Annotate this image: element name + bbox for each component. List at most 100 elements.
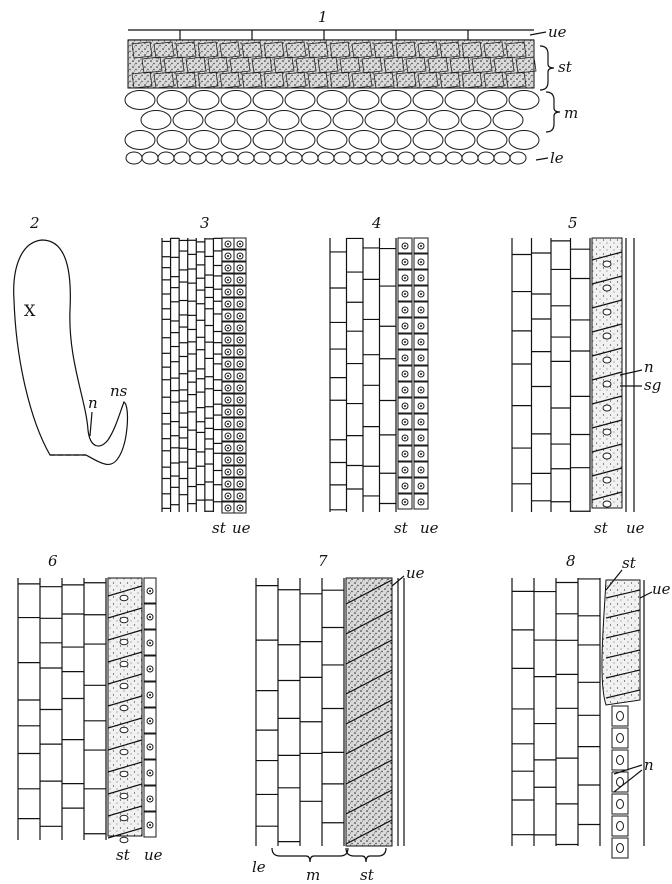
mesophyll-cell xyxy=(397,111,427,130)
figure-3-cells xyxy=(162,238,246,513)
nucleolus xyxy=(239,291,241,293)
nucleolus xyxy=(149,746,151,748)
lower-epidermis-cell xyxy=(350,152,366,164)
nucleolus xyxy=(227,315,229,317)
nucleolus xyxy=(149,824,151,826)
nucleolus xyxy=(239,339,241,341)
mesophyll-cell xyxy=(157,91,187,110)
nucleus xyxy=(120,837,128,843)
nucleolus xyxy=(149,772,151,774)
nucleus xyxy=(617,712,624,721)
nucleus xyxy=(603,309,611,315)
label-ue: ue xyxy=(420,519,439,537)
nucleolus xyxy=(404,469,406,471)
mesophyll-cell xyxy=(317,91,347,110)
label-m: m xyxy=(306,866,320,884)
lower-epidermis-cell xyxy=(414,152,430,164)
nucleus xyxy=(120,661,128,667)
mesophyll-cell xyxy=(253,91,283,110)
lower-epidermis-cell xyxy=(190,152,206,164)
nucleolus xyxy=(239,255,241,257)
nucleus xyxy=(617,734,624,743)
mesophyll-cell xyxy=(429,111,459,130)
nucleus xyxy=(603,501,611,507)
bracket-m xyxy=(272,848,348,862)
nucleolus xyxy=(404,325,406,327)
mesophyll-cell xyxy=(333,111,363,130)
label-st: st xyxy=(622,554,637,572)
nucleolus xyxy=(239,507,241,509)
nucleolus xyxy=(420,389,422,391)
lower-epidermis-cell xyxy=(238,152,254,164)
nucleolus xyxy=(239,327,241,329)
nucleus xyxy=(617,800,624,809)
nucleolus xyxy=(227,363,229,365)
nucleolus xyxy=(404,389,406,391)
nucleolus xyxy=(227,243,229,245)
mesophyll-cell xyxy=(189,91,219,110)
mesophyll-cell xyxy=(509,131,539,150)
figure-6-cells xyxy=(18,578,156,843)
label-ue: ue xyxy=(652,580,671,598)
label-st: st xyxy=(360,866,375,884)
lower-epidermis-cell xyxy=(126,152,142,164)
figure-number-8: 8 xyxy=(566,552,576,570)
nucleus xyxy=(617,756,624,765)
nucleolus xyxy=(149,798,151,800)
nucleus xyxy=(617,822,624,831)
nucleus xyxy=(603,261,611,267)
mesophyll-cell xyxy=(461,111,491,130)
nucleus xyxy=(603,381,611,387)
nucleolus xyxy=(149,642,151,644)
lower-epidermis-cell xyxy=(158,152,174,164)
figure-3: 3 st ue xyxy=(162,214,251,537)
mesophyll-cell xyxy=(125,131,155,150)
nucleolus xyxy=(404,309,406,311)
nucleolus xyxy=(239,243,241,245)
nucleolus xyxy=(420,437,422,439)
nucleolus xyxy=(227,255,229,257)
nucleolus xyxy=(420,357,422,359)
nucleus xyxy=(603,333,611,339)
nucleolus xyxy=(239,435,241,437)
nucleolus xyxy=(420,373,422,375)
nucleolus xyxy=(239,279,241,281)
mesophyll-cell xyxy=(125,91,155,110)
nucleus xyxy=(603,429,611,435)
label-le: le xyxy=(252,858,266,876)
nucleus xyxy=(120,595,128,601)
nucleolus xyxy=(420,469,422,471)
label-x-mark: X xyxy=(24,301,36,320)
nucleolus xyxy=(227,411,229,413)
figure-number-1: 1 xyxy=(318,8,328,26)
mesophyll-cell xyxy=(157,131,187,150)
nucleolus xyxy=(239,399,241,401)
nucleus xyxy=(617,844,624,853)
nucleolus xyxy=(404,261,406,263)
figure-6: 6 st ue xyxy=(18,552,163,864)
nucleolus xyxy=(227,327,229,329)
mesophyll-cell xyxy=(413,131,443,150)
lower-epidermis-cell xyxy=(270,152,286,164)
mesophyll-cell xyxy=(493,111,523,130)
nucleus xyxy=(120,705,128,711)
mesophyll-cell xyxy=(365,111,395,130)
leader-n xyxy=(620,370,642,375)
label-ue: ue xyxy=(406,564,425,582)
label-ue: ue xyxy=(232,519,251,537)
mesophyll-layer xyxy=(125,91,539,150)
label-m: m xyxy=(564,104,578,122)
nucleolus xyxy=(227,351,229,353)
nucleolus xyxy=(420,405,422,407)
nucleolus xyxy=(239,483,241,485)
nucleolus xyxy=(227,459,229,461)
label-n: n xyxy=(644,358,654,376)
nucleus xyxy=(120,815,128,821)
nucleolus xyxy=(239,363,241,365)
lower-epidermis-cell xyxy=(302,152,318,164)
nucleus xyxy=(120,749,128,755)
nucleolus xyxy=(239,423,241,425)
lower-epidermis-cell xyxy=(494,152,510,164)
nucleolus xyxy=(227,471,229,473)
